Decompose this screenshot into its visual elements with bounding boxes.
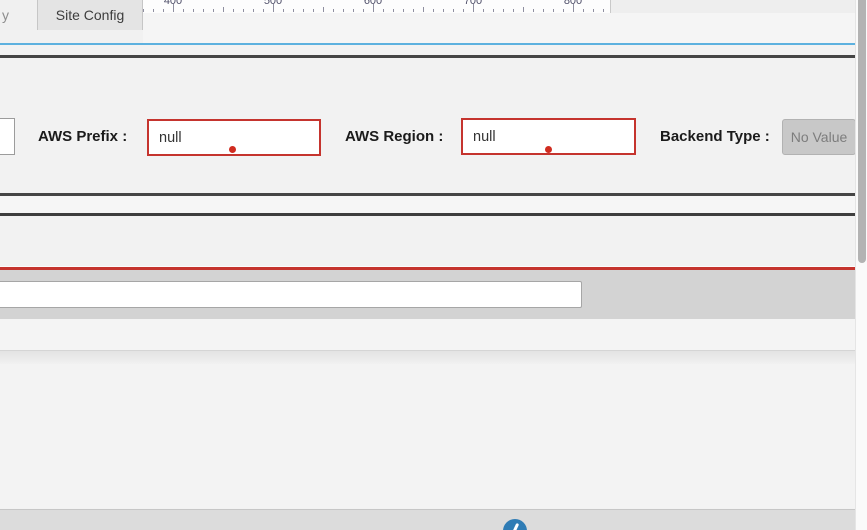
ruler-tick (403, 9, 404, 12)
ruler-tick (373, 4, 374, 12)
ruler-tick (293, 9, 294, 12)
ruler-tick (153, 9, 154, 12)
ruler-tick (313, 9, 314, 12)
ruler-tick (253, 9, 254, 12)
cutoff-left-input[interactable] (0, 118, 15, 155)
bottom-text-input[interactable] (0, 281, 582, 308)
ruler-tick (223, 7, 224, 12)
ruler-tick (563, 9, 564, 12)
panel-shadow (0, 350, 855, 365)
ruler-tick (433, 9, 434, 12)
ruler-tick (273, 4, 274, 12)
validation-error-dot (545, 146, 552, 153)
ruler-tick (283, 9, 284, 12)
ruler-tick (513, 9, 514, 12)
ruler-tick (443, 9, 444, 12)
ruler-tick (413, 9, 414, 12)
content-panel-lower (0, 364, 855, 508)
tab-bar-filler (143, 13, 855, 43)
divider (0, 55, 855, 58)
ruler-tick (393, 9, 394, 12)
section-strip (0, 195, 855, 213)
ruler-tick (583, 9, 584, 12)
ruler-tick (463, 9, 464, 12)
vertical-scrollbar-thumb[interactable] (858, 0, 866, 263)
ruler-tick (263, 9, 264, 12)
ruler-tick (143, 9, 144, 12)
backend-type-label: Backend Type : (660, 128, 770, 145)
ruler-tick (603, 9, 604, 12)
ruler-tick (353, 9, 354, 12)
divider (0, 193, 855, 196)
tab-site-config[interactable]: Site Config (38, 0, 143, 30)
ruler-tick (423, 7, 424, 12)
ruler-tick (383, 9, 384, 12)
ruler-number: 700 (463, 0, 483, 7)
aws-region-input[interactable] (461, 118, 636, 155)
ruler-gutter (611, 0, 855, 14)
ruler-tick (593, 9, 594, 12)
ruler-tick (363, 9, 364, 12)
ruler-tick (333, 9, 334, 12)
ruler-number: 800 (563, 0, 583, 7)
red-separator-line (0, 267, 855, 270)
ruler-tick (493, 9, 494, 12)
ruler-tick (183, 9, 184, 12)
info-circle-icon[interactable] (503, 519, 527, 530)
tab-tool[interactable]: y Tool (0, 0, 38, 30)
info-icon-glyph (511, 522, 520, 530)
content-panel-upper (0, 318, 855, 350)
ruler-tick (543, 9, 544, 12)
divider (0, 213, 855, 216)
validation-error-dot (229, 146, 236, 153)
ruler-tick (173, 4, 174, 12)
ruler-number: 400 (163, 0, 183, 7)
ruler-tick (303, 9, 304, 12)
footer-bar (0, 508, 855, 530)
ruler-tick (503, 9, 504, 12)
vertical-scrollbar-track[interactable] (855, 0, 867, 530)
ruler-tick (483, 9, 484, 12)
ruler-tick (533, 9, 534, 12)
ruler-tick (233, 9, 234, 12)
ruler-number: 600 (363, 0, 383, 7)
ruler-tick (323, 7, 324, 12)
ruler-tick (193, 9, 194, 12)
ruler-tick (243, 9, 244, 12)
aws-region-label: AWS Region : (345, 128, 444, 145)
ruler-tick (213, 9, 214, 12)
ruler-tick (163, 9, 164, 12)
divider (0, 265, 855, 267)
ruler-tick (553, 9, 554, 12)
ruler-number: 500 (263, 0, 283, 7)
ruler-tick (573, 4, 574, 12)
ruler-tick (203, 9, 204, 12)
ruler-tick (343, 9, 344, 12)
aws-prefix-label: AWS Prefix : (38, 128, 128, 145)
backend-type-value-button[interactable]: No Value (782, 119, 856, 155)
ruler-tick (453, 9, 454, 12)
active-tab-accent-line (0, 43, 855, 45)
ruler-tick (523, 7, 524, 12)
panel-edge (0, 349, 855, 351)
ruler-tick (473, 4, 474, 12)
